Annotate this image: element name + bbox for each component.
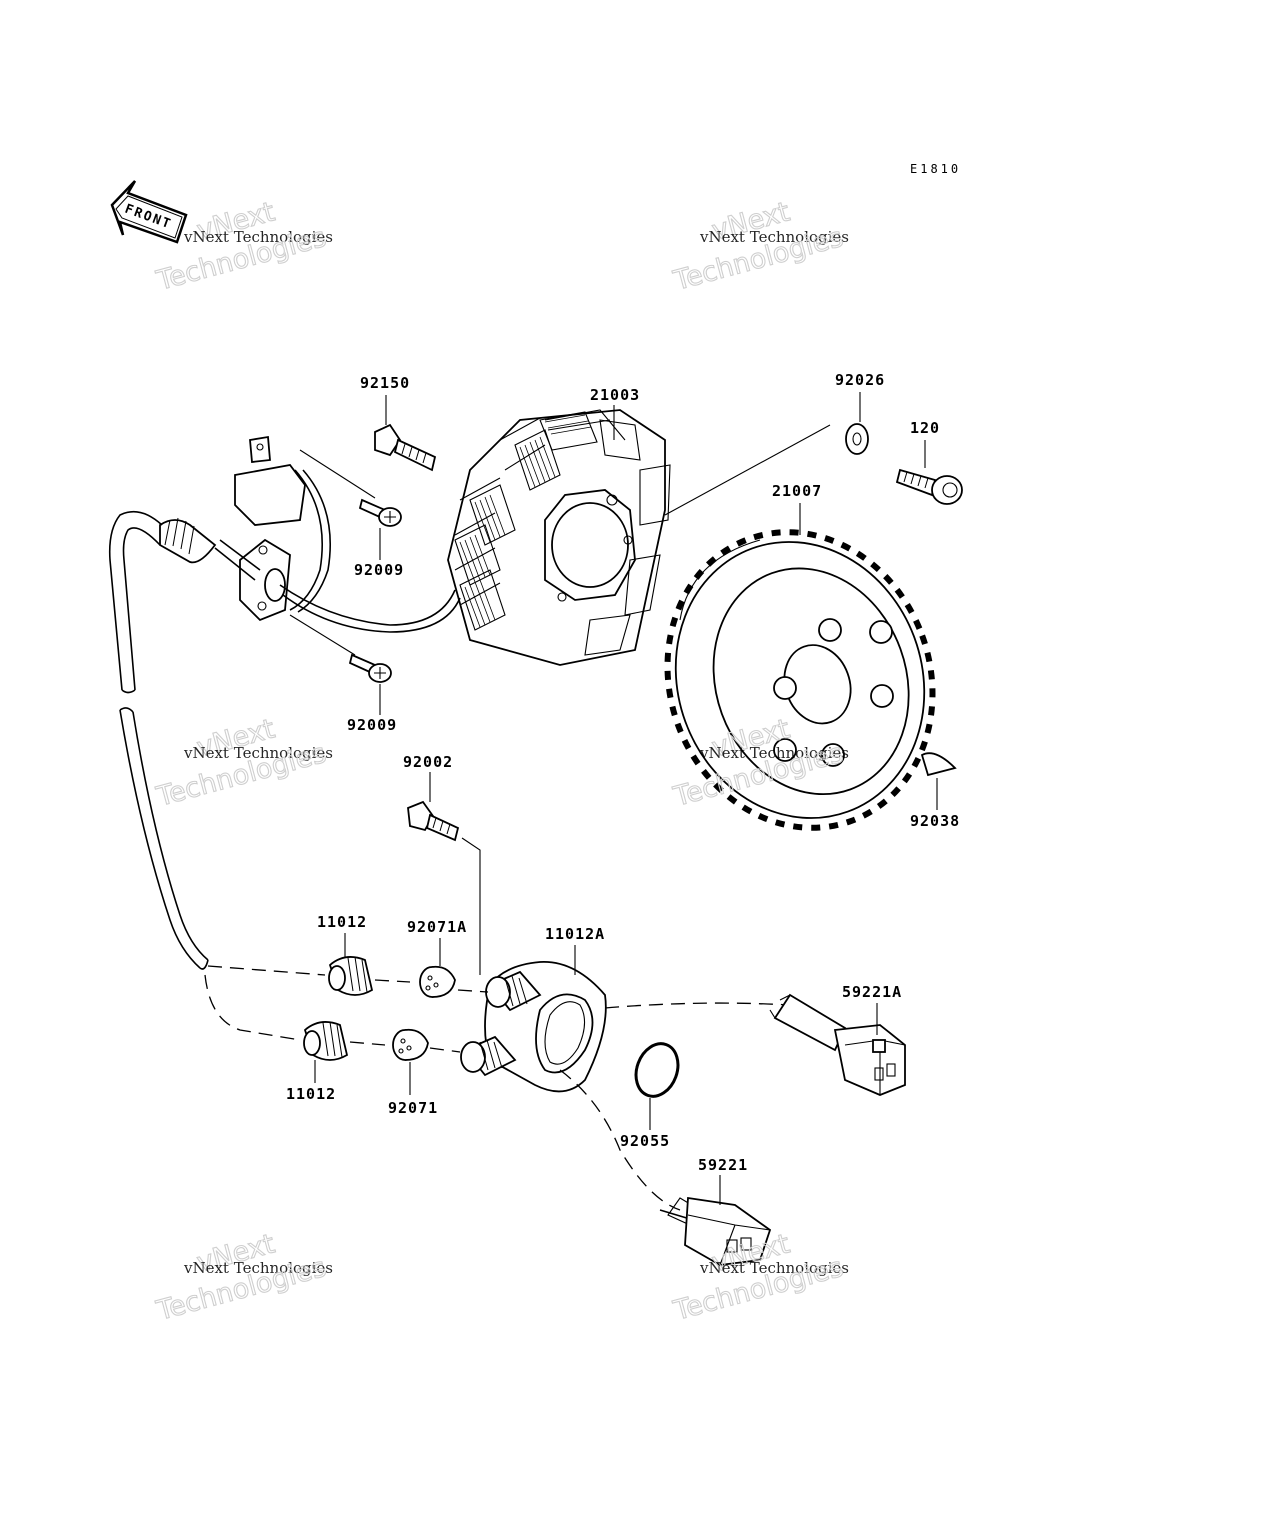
svg-text:vNext Technologies: vNext Technologies bbox=[183, 228, 333, 246]
washer-92026 bbox=[845, 423, 869, 455]
screw-92009-upper bbox=[358, 498, 402, 527]
label-92002: 92002 bbox=[403, 753, 453, 771]
bolt-92150 bbox=[374, 423, 437, 472]
label-21003: 21003 bbox=[590, 386, 640, 404]
pickup-coil bbox=[108, 435, 461, 970]
watermark-mid-left: vNext vNext Technologies Technologies bbox=[152, 713, 333, 814]
cap-11012-lower bbox=[303, 1021, 349, 1061]
front-arrow-icon: FRONT bbox=[110, 180, 188, 244]
label-59221A: 59221A bbox=[842, 983, 902, 1001]
label-92009-upper: 92009 bbox=[354, 561, 404, 579]
watermark-bottom-left: vNext vNext Technologies Technologies bbox=[152, 1228, 333, 1328]
svg-text:vNext Technologies: vNext Technologies bbox=[183, 744, 333, 762]
key-92038 bbox=[920, 752, 957, 777]
label-11012-upper: 11012 bbox=[317, 913, 367, 931]
svg-text:vNext Technologies: vNext Technologies bbox=[699, 1259, 849, 1277]
label-92071A: 92071A bbox=[407, 918, 467, 936]
label-120: 120 bbox=[910, 419, 940, 437]
label-92071: 92071 bbox=[388, 1099, 438, 1117]
cap-11012-upper bbox=[328, 956, 374, 996]
connector-59221 bbox=[659, 1196, 772, 1266]
diagram-code: E1810 bbox=[910, 162, 961, 176]
grommet-92071A bbox=[419, 965, 456, 998]
label-92009-lower: 92009 bbox=[347, 716, 397, 734]
housing-11012A bbox=[460, 961, 607, 1093]
grommet-92071 bbox=[392, 1028, 429, 1061]
label-92026: 92026 bbox=[835, 371, 885, 389]
stator-21003 bbox=[447, 409, 671, 666]
watermark-top-right: vNext vNext Technologies Technologies bbox=[669, 196, 849, 298]
screw-92009-lower bbox=[348, 653, 392, 683]
label-92055: 92055 bbox=[620, 1132, 670, 1150]
label-21007: 21007 bbox=[772, 482, 822, 500]
svg-text:vNext Technologies: vNext Technologies bbox=[183, 1259, 333, 1277]
bolt-92002 bbox=[407, 800, 460, 842]
connector-59221A bbox=[769, 993, 906, 1096]
flywheel-21007 bbox=[664, 529, 936, 831]
label-92038: 92038 bbox=[910, 812, 960, 830]
label-92150: 92150 bbox=[360, 374, 410, 392]
label-11012-lower: 11012 bbox=[286, 1085, 336, 1103]
label-59221: 59221 bbox=[698, 1156, 748, 1174]
bolt-120 bbox=[895, 468, 963, 505]
svg-text:vNext Technologies: vNext Technologies bbox=[699, 228, 849, 246]
label-11012A: 11012A bbox=[545, 925, 605, 943]
svg-text:vNext Technologies: vNext Technologies bbox=[699, 744, 849, 762]
